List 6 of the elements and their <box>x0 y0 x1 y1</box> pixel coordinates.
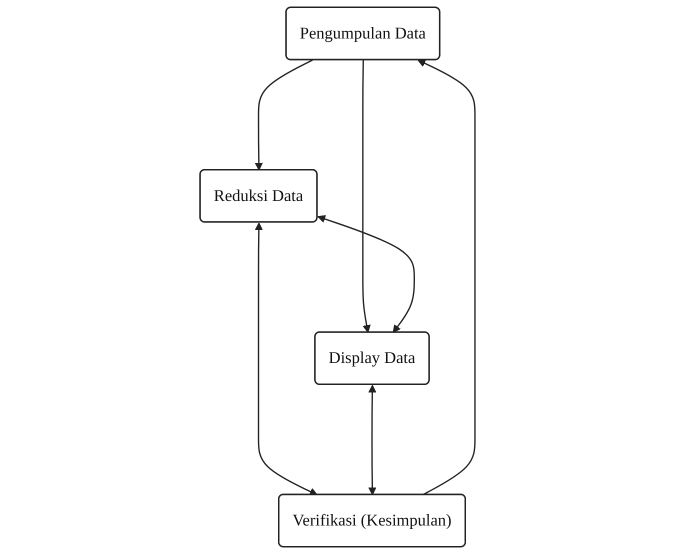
arrow <box>317 215 415 333</box>
arrow <box>368 384 376 496</box>
arrow <box>254 222 318 496</box>
arrow <box>254 59 313 170</box>
arrow <box>362 60 371 333</box>
arrow <box>418 60 476 496</box>
